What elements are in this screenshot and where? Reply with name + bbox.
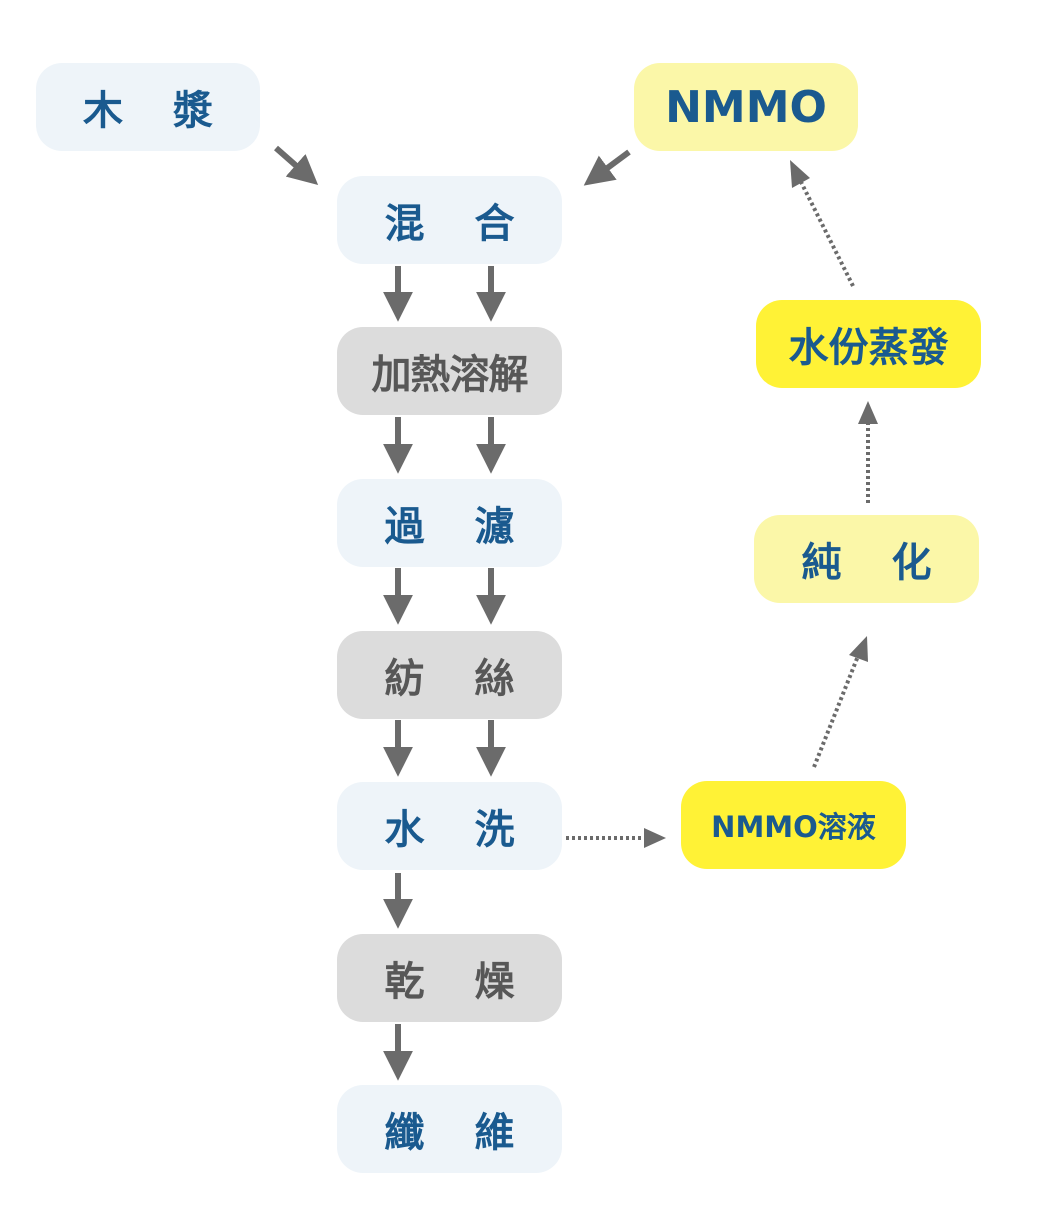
node-filtration: 過 濾	[337, 479, 562, 567]
dotted-arrow-evap-to-nmmo	[799, 181, 855, 287]
arrowhead-purify-to-evap	[858, 401, 878, 424]
node-wood-pulp: 木 漿	[36, 63, 260, 151]
node-fiber: 纖 維	[337, 1085, 562, 1173]
node-purification: 純 化	[754, 515, 979, 603]
node-spinning: 紡 絲	[337, 631, 562, 719]
node-nmmo: NMMO	[634, 63, 858, 151]
arrowhead-wash-to-solution	[644, 828, 666, 848]
node-nmmo-solution: NMMO溶液	[681, 781, 906, 869]
arrow-wood-to-mix	[274, 145, 319, 186]
node-evaporation: 水份蒸發	[756, 300, 981, 388]
node-heat-dissolve: 加熱溶解	[337, 327, 562, 415]
node-washing: 水 洗	[337, 782, 562, 870]
arrow-nmmo-to-mix	[583, 149, 631, 186]
arrowhead-evap-to-nmmo	[790, 160, 810, 188]
node-drying: 乾 燥	[337, 934, 562, 1022]
arrowhead-solution-to-purify	[849, 636, 868, 662]
node-mixing: 混 合	[337, 176, 562, 264]
dotted-arrow-solution-to-purify	[812, 655, 860, 768]
